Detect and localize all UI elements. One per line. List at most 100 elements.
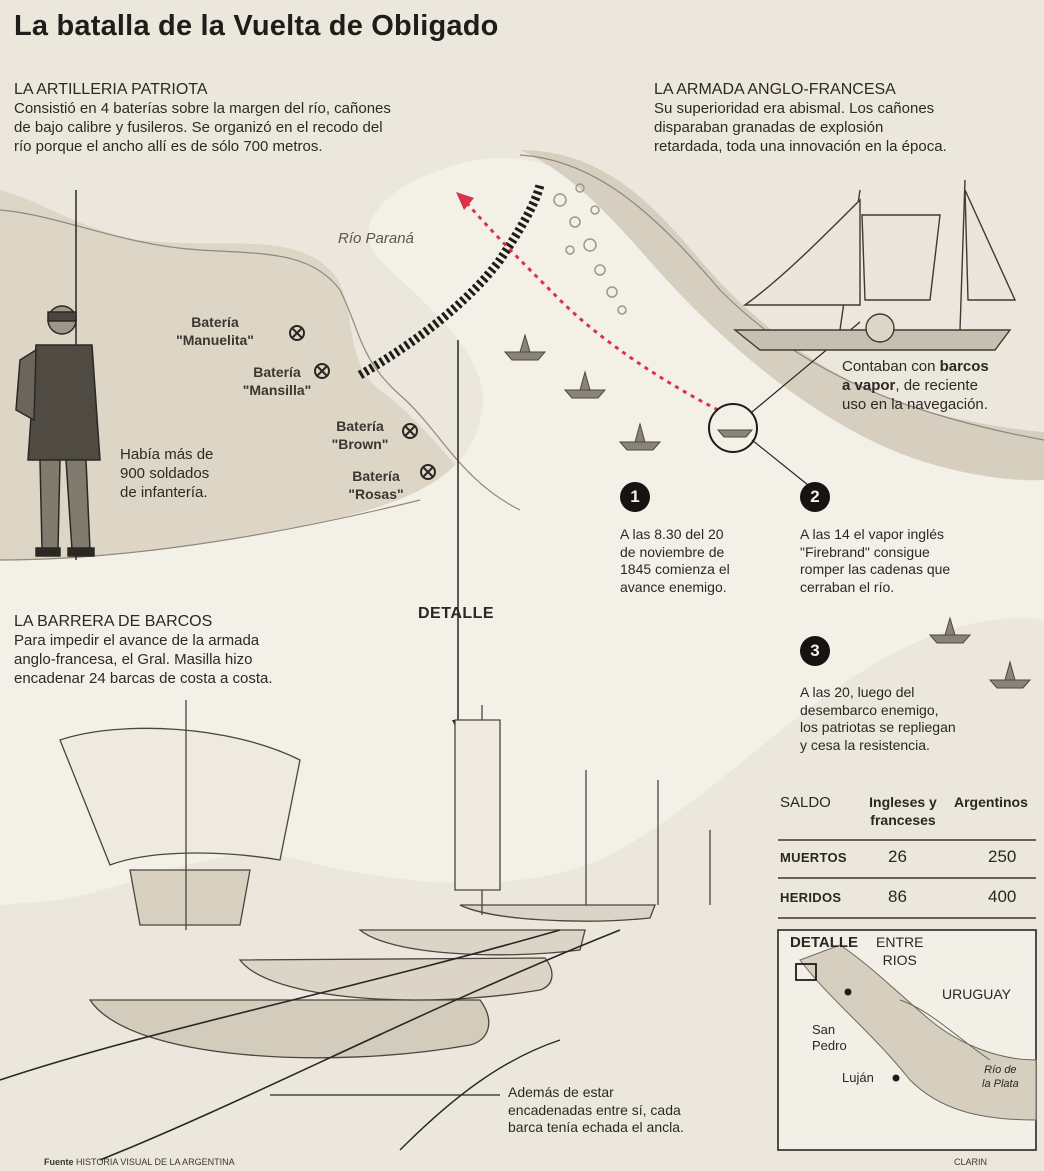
saldo-cell: 26 bbox=[888, 847, 907, 866]
saldo-col-line: franceses bbox=[870, 811, 936, 828]
bateria-mansilla-label: Batería "Mansilla" bbox=[222, 364, 332, 399]
soldados-line: de infantería. bbox=[120, 483, 208, 501]
boats-barrier-illustration bbox=[0, 700, 711, 1161]
map-lujan-label: Luján bbox=[842, 1070, 874, 1085]
armada-line: retardada, toda una innovación en la épo… bbox=[654, 137, 947, 155]
artilleria-line: Consistió en 4 baterías sobre la margen … bbox=[14, 100, 391, 117]
event-1-badge: 1 bbox=[620, 482, 650, 512]
ancla-note: Además de estar encadenadas entre sí, ca… bbox=[508, 1084, 684, 1137]
barrera-body: Para impedir el avance de la armada angl… bbox=[14, 632, 273, 688]
island-rocks bbox=[553, 183, 627, 315]
river-label: Río Paraná bbox=[338, 230, 414, 247]
left-riverbank bbox=[0, 190, 600, 560]
event-line: cerraban el río. bbox=[800, 578, 895, 595]
map-label-line: RIOS bbox=[882, 951, 917, 968]
bateria-label-line: Batería bbox=[336, 418, 384, 434]
ancla-line: barca tenía echada el ancla. bbox=[508, 1119, 684, 1135]
page-title: La batalla de la Vuelta de Obligado bbox=[14, 10, 499, 42]
armada-heading: LA ARMADA ANGLO-FRANCESA bbox=[654, 81, 896, 98]
parana-river bbox=[0, 158, 1044, 905]
map-label-line: ENTRE bbox=[876, 934, 924, 950]
steamship-highlight-circle bbox=[708, 403, 758, 453]
source-text: HISTORIA VISUAL DE LA ARGENTINA bbox=[73, 1157, 235, 1167]
bateria-rosas-label: Batería "Rosas" bbox=[336, 468, 416, 503]
event-line: A las 8.30 del 20 bbox=[620, 526, 724, 542]
map-rio-plata-label: Río de la Plata bbox=[982, 1064, 1019, 1092]
ancla-line: encadenadas entre sí, cada bbox=[508, 1101, 681, 1118]
source-credit: Fuente HISTORIA VISUAL DE LA ARGENTINA bbox=[44, 1157, 235, 1168]
vapor-text-plain: Contaban con bbox=[842, 358, 940, 375]
bateria-label-line: "Rosas" bbox=[348, 485, 404, 502]
saldo-cell: 400 bbox=[988, 887, 1017, 906]
map-label-line: San bbox=[812, 1022, 836, 1037]
event-line: avance enemigo. bbox=[620, 578, 727, 595]
barrera-heading: LA BARRERA DE BARCOS bbox=[14, 613, 213, 630]
right-riverbank bbox=[520, 150, 1044, 481]
vapor-line: Contaban con barcos bbox=[842, 358, 1042, 377]
bateria-label-line: "Manuelita" bbox=[176, 331, 254, 348]
event-line: los patriotas se repliegan bbox=[800, 719, 956, 735]
steamship-illustration bbox=[733, 179, 1017, 351]
bateria-label-line: Batería bbox=[191, 314, 239, 330]
saldo-cell: 86 bbox=[888, 887, 907, 906]
vapor-text-plain: , de reciente bbox=[895, 376, 978, 394]
event-line: "Firebrand" consigue bbox=[800, 543, 930, 560]
bateria-label-line: Batería bbox=[253, 364, 301, 380]
map-entre-rios-label: ENTRE RIOS bbox=[876, 934, 923, 969]
vapor-line: uso en la navegación. bbox=[842, 395, 988, 413]
saldo-row-label: HERIDOS bbox=[780, 890, 842, 905]
shore-lines bbox=[0, 154, 1044, 561]
event-line: romper las cadenas que bbox=[800, 561, 951, 577]
event-3-text: A las 20, luego del desembarco enemigo, … bbox=[800, 684, 956, 754]
event-2-text: A las 14 el vapor inglés "Firebrand" con… bbox=[800, 526, 950, 596]
event-3-badge: 3 bbox=[800, 636, 830, 666]
vapor-text: Contaban con barcos a vapor, de reciente… bbox=[842, 358, 1042, 414]
barrera-line: Para impedir el avance de la armada bbox=[14, 632, 260, 649]
saldo-col-line: Ingleses y bbox=[869, 794, 937, 810]
event2-callout-line bbox=[751, 439, 809, 486]
artilleria-heading: LA ARTILLERIA PATRIOTA bbox=[14, 81, 208, 98]
chain-barrier bbox=[357, 183, 545, 379]
detalle-label: DETALLE bbox=[418, 605, 495, 622]
battery-markers bbox=[289, 325, 436, 480]
saldo-title: SALDO bbox=[780, 794, 831, 811]
bateria-manuelita-label: Batería "Manuelita" bbox=[150, 314, 280, 349]
map-uruguay-label: URUGUAY bbox=[942, 986, 1011, 1002]
publisher-credit: CLARIN bbox=[954, 1157, 988, 1167]
map-label-line: la Plata bbox=[982, 1077, 1019, 1090]
source-bold: Fuente bbox=[44, 1157, 74, 1167]
event-line: desembarco enemigo, bbox=[800, 701, 939, 718]
barrera-line: anglo-francesa, el Gral. Masilla hizo bbox=[14, 650, 253, 668]
armada-line: Su superioridad era abismal. Los cañones bbox=[654, 100, 935, 117]
enemy-advance-arrowhead bbox=[456, 192, 474, 210]
mini-map bbox=[777, 929, 1037, 1151]
event-1-text: A las 8.30 del 20 de noviembre de 1845 c… bbox=[620, 526, 730, 596]
saldo-row-label: MUERTOS bbox=[780, 850, 847, 865]
soldados-line: Había más de bbox=[120, 446, 214, 463]
bateria-label-line: "Brown" bbox=[331, 435, 389, 452]
event-line: 1845 comienza el bbox=[620, 561, 730, 577]
armada-line: disparaban granadas de explosión bbox=[654, 118, 884, 136]
map-san-pedro-label: San Pedro bbox=[812, 1022, 847, 1055]
ancla-line: Además de estar bbox=[508, 1084, 614, 1100]
soldados-line: 900 soldados bbox=[120, 464, 210, 482]
infantry-soldier-illustration bbox=[15, 190, 101, 560]
map-label-line: Río de bbox=[984, 1064, 1017, 1076]
event-line: A las 14 el vapor inglés bbox=[800, 526, 944, 542]
saldo-table-rules bbox=[778, 839, 1036, 919]
vapor-line: a vapor, de reciente bbox=[842, 377, 1042, 396]
bateria-label-line: "Mansilla" bbox=[242, 381, 312, 398]
bateria-label-line: Batería bbox=[352, 468, 400, 484]
event-2-badge: 2 bbox=[800, 482, 830, 512]
vapor-text-bold: a vapor bbox=[842, 376, 896, 394]
saldo-cell: 250 bbox=[988, 847, 1017, 866]
map-label-line: Pedro bbox=[812, 1038, 847, 1054]
bateria-brown-label: Batería "Brown" bbox=[320, 418, 400, 453]
enemy-advance-arrow bbox=[464, 201, 719, 412]
saldo-col-ingleses: Ingleses y franceses bbox=[862, 794, 944, 829]
artilleria-line: río porque el ancho allí es de sólo 700 … bbox=[14, 137, 323, 155]
barrera-line: encadenar 24 barcas de costa a costa. bbox=[14, 669, 273, 687]
map-detalle-label: DETALLE bbox=[790, 934, 859, 951]
event-line: de noviembre de bbox=[620, 543, 725, 560]
